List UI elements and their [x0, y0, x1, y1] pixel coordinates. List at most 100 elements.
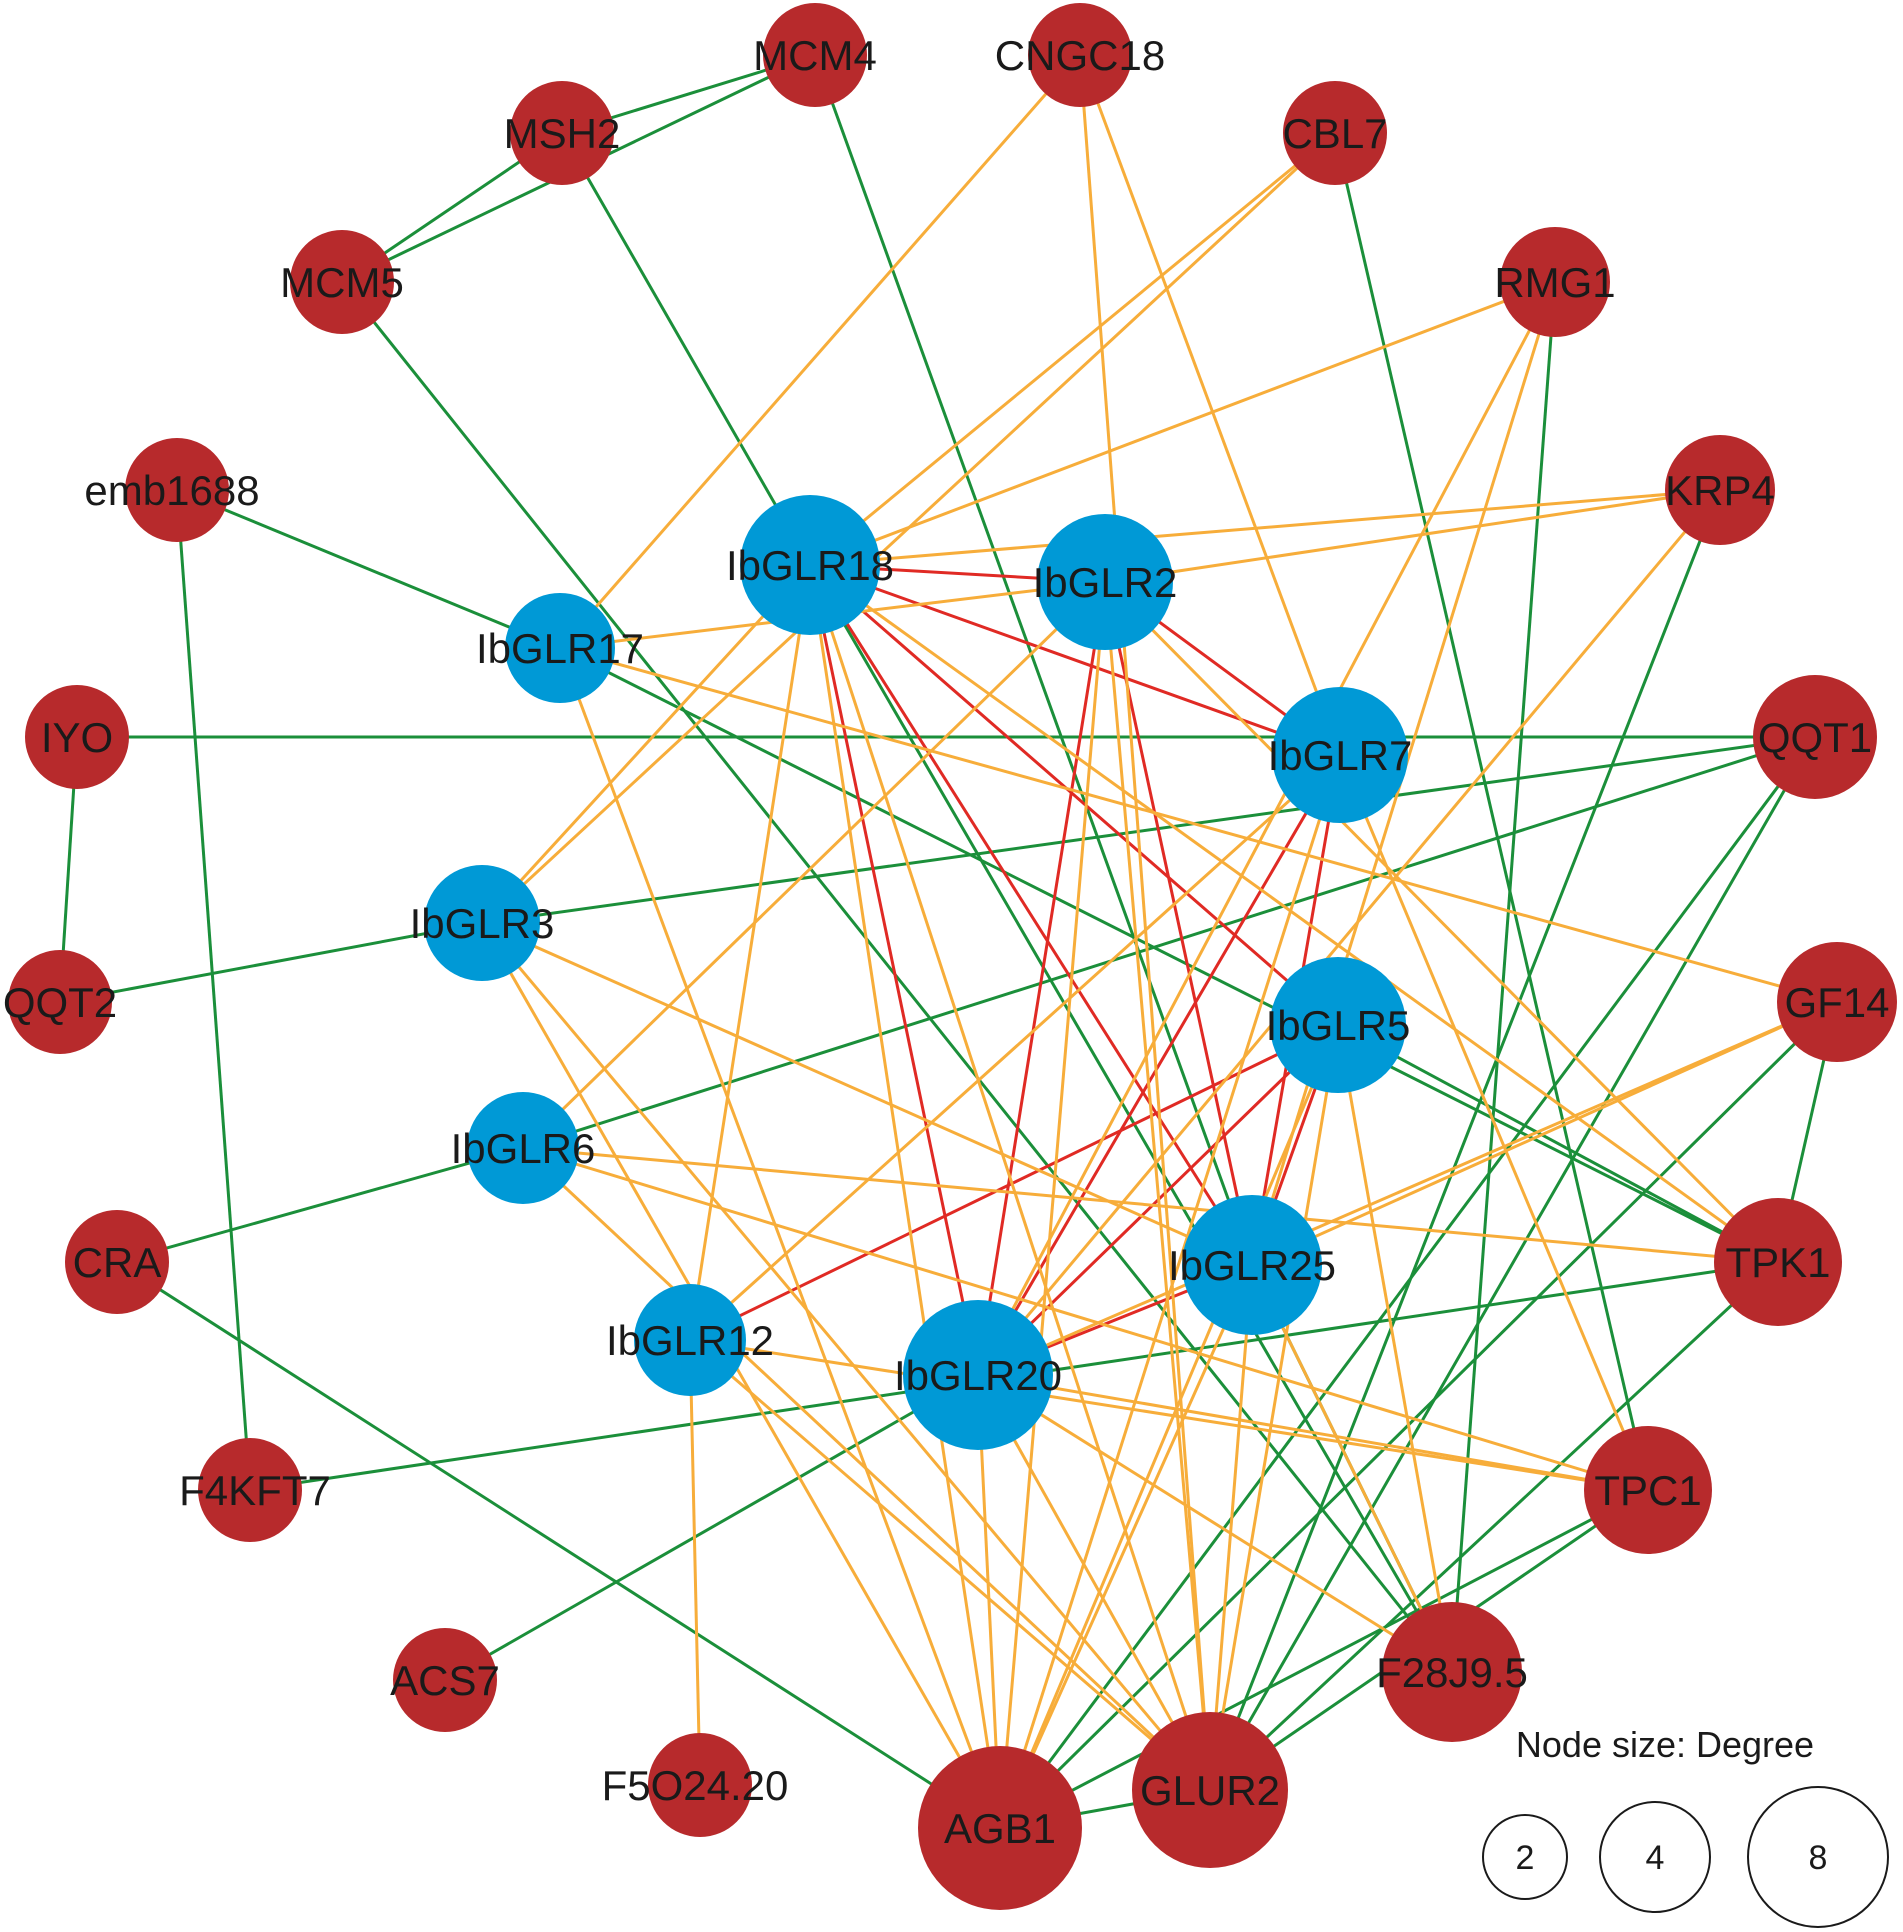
node-MCM4[interactable]: MCM4 — [753, 3, 877, 107]
node-circle-GF14[interactable] — [1777, 942, 1897, 1062]
node-IbGLR3[interactable]: IbGLR3 — [410, 865, 555, 981]
node-IbGLR6[interactable]: IbGLR6 — [451, 1092, 596, 1204]
edge-red-IbGLR2-IbGLR20 — [976, 581, 1107, 1376]
legend-label-2: 2 — [1516, 1839, 1535, 1877]
node-GLUR2[interactable]: GLUR2 — [1132, 1712, 1288, 1868]
node-circle-QQT1[interactable] — [1753, 675, 1877, 799]
node-circle-IbGLR3[interactable] — [424, 865, 540, 981]
node-circle-F5O24.20[interactable] — [648, 1733, 752, 1837]
node-CNGC18[interactable]: CNGC18 — [995, 3, 1165, 107]
node-circle-IbGLR12[interactable] — [634, 1284, 746, 1396]
node-label-QQT1: QQT1 — [1758, 714, 1872, 761]
node-label-MCM5: MCM5 — [280, 259, 404, 306]
node-KRP4[interactable]: KRP4 — [1665, 435, 1775, 545]
node-QQT2[interactable]: QQT2 — [3, 950, 117, 1054]
node-IbGLR2[interactable]: IbGLR2 — [1033, 514, 1178, 650]
edge-orange-IbGLR2-AGB1 — [998, 581, 1107, 1829]
node-IbGLR7[interactable]: IbGLR7 — [1268, 687, 1413, 823]
node-CBL7[interactable]: CBL7 — [1282, 81, 1388, 185]
node-circle-IbGLR20[interactable] — [903, 1300, 1053, 1450]
node-circle-ACS7[interactable] — [393, 1628, 497, 1732]
node-F28J9.5[interactable]: F28J9.5 — [1376, 1602, 1528, 1742]
node-label-emb1688: emb1688 — [84, 467, 259, 514]
edge-orange-IbGLR5-F28J9.5 — [1336, 1024, 1454, 1673]
node-emb1688[interactable]: emb1688 — [84, 438, 260, 542]
node-label-IbGLR20: IbGLR20 — [894, 1352, 1062, 1399]
node-circle-TPC1[interactable] — [1584, 1426, 1712, 1554]
node-TPC1[interactable]: TPC1 — [1584, 1426, 1712, 1554]
node-IbGLR5[interactable]: IbGLR5 — [1266, 957, 1411, 1093]
edge-orange-KRP4-IbGLR20 — [976, 489, 1722, 1376]
node-IbGLR25[interactable]: IbGLR25 — [1168, 1195, 1336, 1335]
node-circle-MCM5[interactable] — [290, 230, 394, 334]
node-circle-IbGLR2[interactable] — [1037, 514, 1173, 650]
node-GF14[interactable]: GF14 — [1777, 942, 1897, 1062]
node-circle-IbGLR5[interactable] — [1270, 957, 1406, 1093]
edge-green-RMG1-F28J9.5 — [1450, 281, 1557, 1673]
edge-orange-IbGLR25-AGB1 — [998, 1264, 1254, 1829]
nodes-layer: IbGLR18 IbGLR2IbGLR17IbGLR7IbGLR3IbGLR5Ib… — [3, 3, 1897, 1910]
edge-orange-KRP4-IbGLR18 — [809, 488, 1721, 567]
edge-orange-IbGLR20-GLUR2 — [976, 1374, 1212, 1791]
node-circle-CBL7[interactable] — [1283, 81, 1387, 185]
edge-orange-IbGLR3-AGB1 — [480, 922, 1002, 1829]
node-circle-IbGLR18[interactable] — [740, 495, 880, 635]
node-label-TPK1: TPK1 — [1725, 1239, 1830, 1286]
node-circle-KRP4[interactable] — [1665, 435, 1775, 545]
node-label-IbGLR2: IbGLR2 — [1033, 559, 1178, 606]
node-MCM5[interactable]: MCM5 — [280, 230, 404, 334]
edge-orange-CNGC18-IbGLR7 — [1078, 54, 1342, 756]
node-circle-CRA[interactable] — [65, 1210, 169, 1314]
node-label-IbGLR5: IbGLR5 — [1266, 1002, 1411, 1049]
node-circle-CNGC18[interactable] — [1028, 3, 1132, 107]
edge-orange-IbGLR18-AGB1 — [808, 564, 1002, 1829]
edge-orange-IbGLR25-F28J9.5 — [1250, 1264, 1454, 1673]
node-IbGLR20[interactable]: IbGLR20 — [894, 1300, 1062, 1450]
node-F4KFT7[interactable]: F4KFT7 — [179, 1438, 331, 1542]
edge-orange-CNGC18-IbGLR17 — [558, 54, 1082, 649]
node-label-MSH2: MSH2 — [504, 110, 621, 157]
edge-orange-CBL7-IbGLR18 — [809, 131, 1336, 567]
node-circle-IbGLR17[interactable] — [505, 593, 615, 703]
node-F5O24.20[interactable]: F5O24.20 — [602, 1733, 789, 1837]
node-IYO[interactable]: IYO — [25, 685, 129, 789]
node-label-RMG1: RMG1 — [1494, 259, 1615, 306]
edge-orange-IbGLR5-AGB1 — [998, 1024, 1340, 1829]
edge-orange-IbGLR6-TPK1 — [522, 1146, 1779, 1264]
node-ACS7[interactable]: ACS7 — [390, 1628, 500, 1732]
node-circle-IbGLR6[interactable] — [467, 1092, 579, 1204]
node-MSH2[interactable]: MSH2 — [504, 81, 621, 185]
edge-orange-IbGLR2-GLUR2 — [1103, 581, 1212, 1791]
node-circle-TPK1[interactable] — [1714, 1198, 1842, 1326]
node-IbGLR17[interactable]: IbGLR17 — [476, 593, 644, 703]
node-circle-MCM4[interactable] — [763, 3, 867, 107]
edge-green-QQT2-IbGLR3 — [59, 921, 483, 1004]
node-circle-IYO[interactable] — [25, 685, 129, 789]
node-label-IYO: IYO — [41, 714, 113, 761]
node-CRA[interactable]: CRA — [65, 1210, 169, 1314]
node-circle-emb1688[interactable] — [125, 438, 229, 542]
node-TPK1[interactable]: TPK1 — [1714, 1198, 1842, 1326]
node-circle-AGB1[interactable] — [918, 1746, 1082, 1910]
edge-orange-IbGLR2-TPK1 — [1103, 580, 1780, 1264]
node-AGB1[interactable]: AGB1 — [918, 1746, 1082, 1910]
node-circle-MSH2[interactable] — [510, 81, 614, 185]
edge-green-MCM5-F28J9.5 — [340, 281, 1454, 1673]
node-circle-F28J9.5[interactable] — [1382, 1602, 1522, 1742]
legend-label-4: 4 — [1646, 1839, 1665, 1877]
node-circle-QQT2[interactable] — [8, 950, 112, 1054]
node-label-GF14: GF14 — [1784, 979, 1889, 1026]
node-IbGLR18[interactable]: IbGLR18 — [726, 495, 894, 635]
node-label-TPC1: TPC1 — [1594, 1467, 1701, 1514]
node-label-F5O24.20: F5O24.20 — [602, 1762, 789, 1809]
node-circle-IbGLR7[interactable] — [1272, 687, 1408, 823]
node-circle-F4KFT7[interactable] — [198, 1438, 302, 1542]
node-circle-IbGLR25[interactable] — [1182, 1195, 1322, 1335]
node-circle-RMG1[interactable] — [1500, 227, 1610, 337]
node-label-F28J9.5: F28J9.5 — [1376, 1649, 1528, 1696]
node-RMG1[interactable]: RMG1 — [1494, 227, 1616, 337]
edge-orange-IbGLR2-IbGLR6 — [521, 580, 1107, 1150]
node-circle-GLUR2[interactable] — [1132, 1712, 1288, 1868]
node-QQT1[interactable]: QQT1 — [1753, 675, 1877, 799]
node-IbGLR12[interactable]: IbGLR12 — [606, 1284, 774, 1396]
